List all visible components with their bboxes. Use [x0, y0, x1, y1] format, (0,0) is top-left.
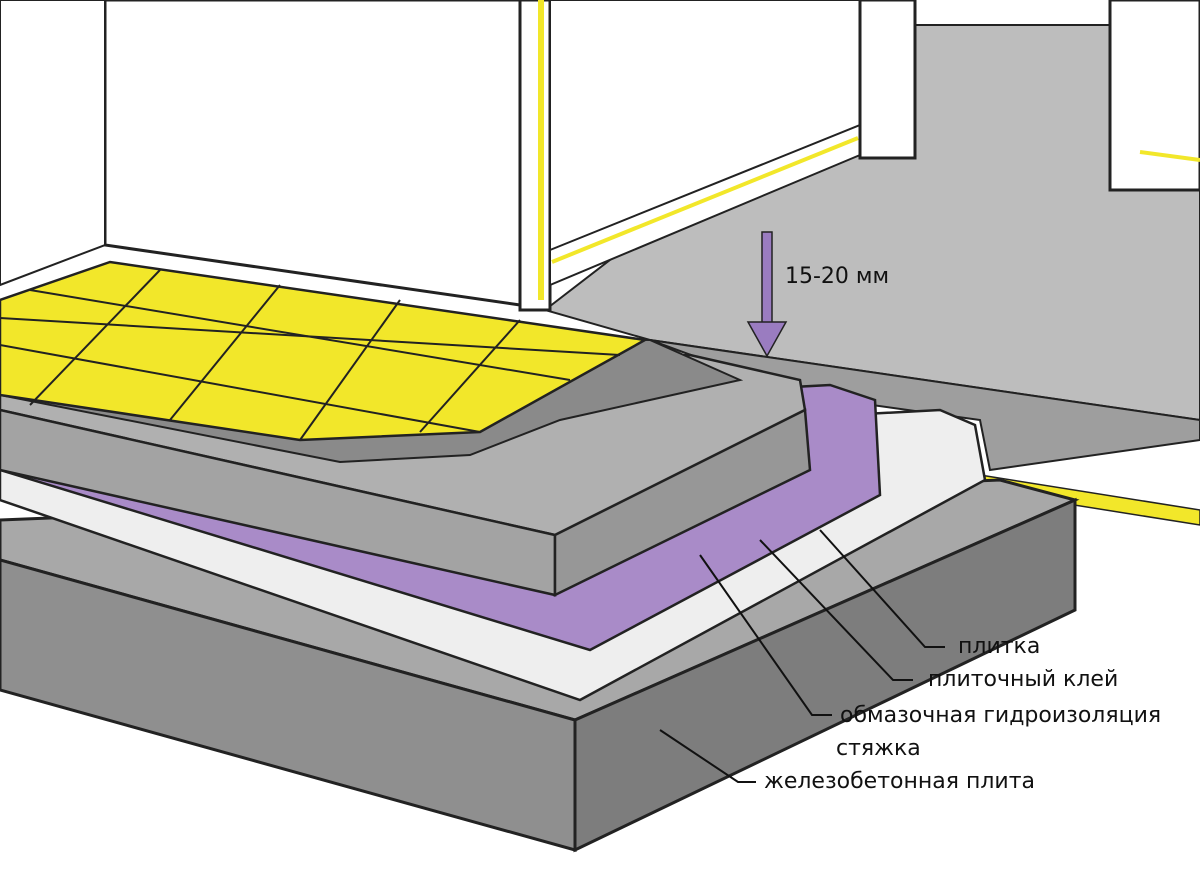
door-trim-yellow — [538, 0, 544, 300]
left-wall — [0, 0, 106, 287]
leader-lines — [659, 529, 945, 783]
label-adhesive: плиточный клей — [928, 667, 1119, 692]
label-tile: плитка — [958, 634, 1041, 659]
thickness-arrow — [746, 231, 788, 358]
tile-joints — [0, 269, 621, 441]
label-slab: железобетонная плита — [764, 769, 1036, 794]
door-frame — [518, 0, 552, 312]
slab-side — [573, 497, 1077, 853]
right-door-frame — [1108, 0, 1200, 192]
label-waterproofing: обмазочная гидроизоляция — [840, 703, 1162, 728]
wall-pillar — [858, 0, 917, 160]
dimension-label: 15-20 мм — [785, 264, 890, 289]
screed-side — [553, 408, 812, 598]
back-wall — [103, 0, 522, 307]
label-screed: стяжка — [836, 736, 921, 761]
